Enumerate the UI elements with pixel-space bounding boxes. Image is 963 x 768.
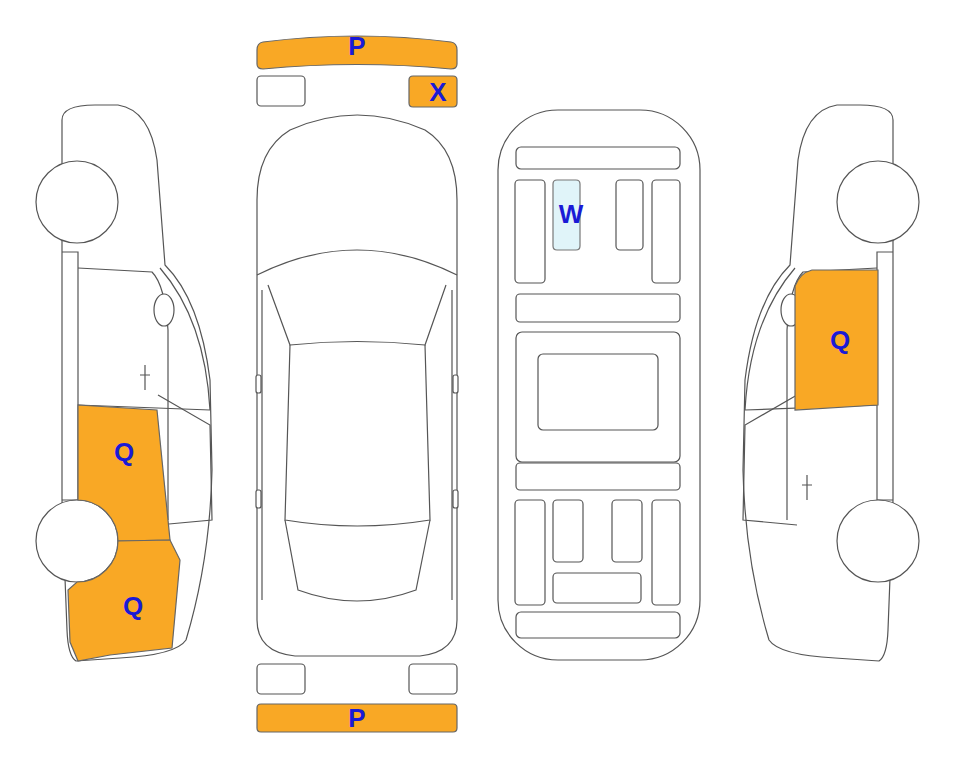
right-side-view xyxy=(743,105,919,661)
damage-panel: P xyxy=(257,704,457,732)
panel-fill xyxy=(68,540,180,661)
damage-code: Q xyxy=(114,439,134,465)
damage-code: P xyxy=(348,33,365,59)
damage-code: P xyxy=(348,705,365,731)
damage-panel: Q xyxy=(795,270,878,410)
left-side-view xyxy=(36,105,212,661)
damage-panel: X xyxy=(409,76,457,107)
damage-code: X xyxy=(429,79,446,105)
panel-shape xyxy=(78,405,170,545)
damage-code: Q xyxy=(123,593,143,619)
damage-code: Q xyxy=(830,327,850,353)
damage-panel: W xyxy=(553,180,582,250)
panel-fill xyxy=(78,405,170,541)
panel-fill xyxy=(257,704,457,732)
damage-code: W xyxy=(559,201,584,227)
panel-fill xyxy=(795,270,878,410)
top-view xyxy=(256,76,458,694)
underside-view xyxy=(498,110,700,660)
panel-fill xyxy=(409,76,457,107)
damage-panel: P xyxy=(257,38,457,70)
damage-panel: Q xyxy=(78,405,170,545)
damage-panel: Q xyxy=(67,540,180,661)
